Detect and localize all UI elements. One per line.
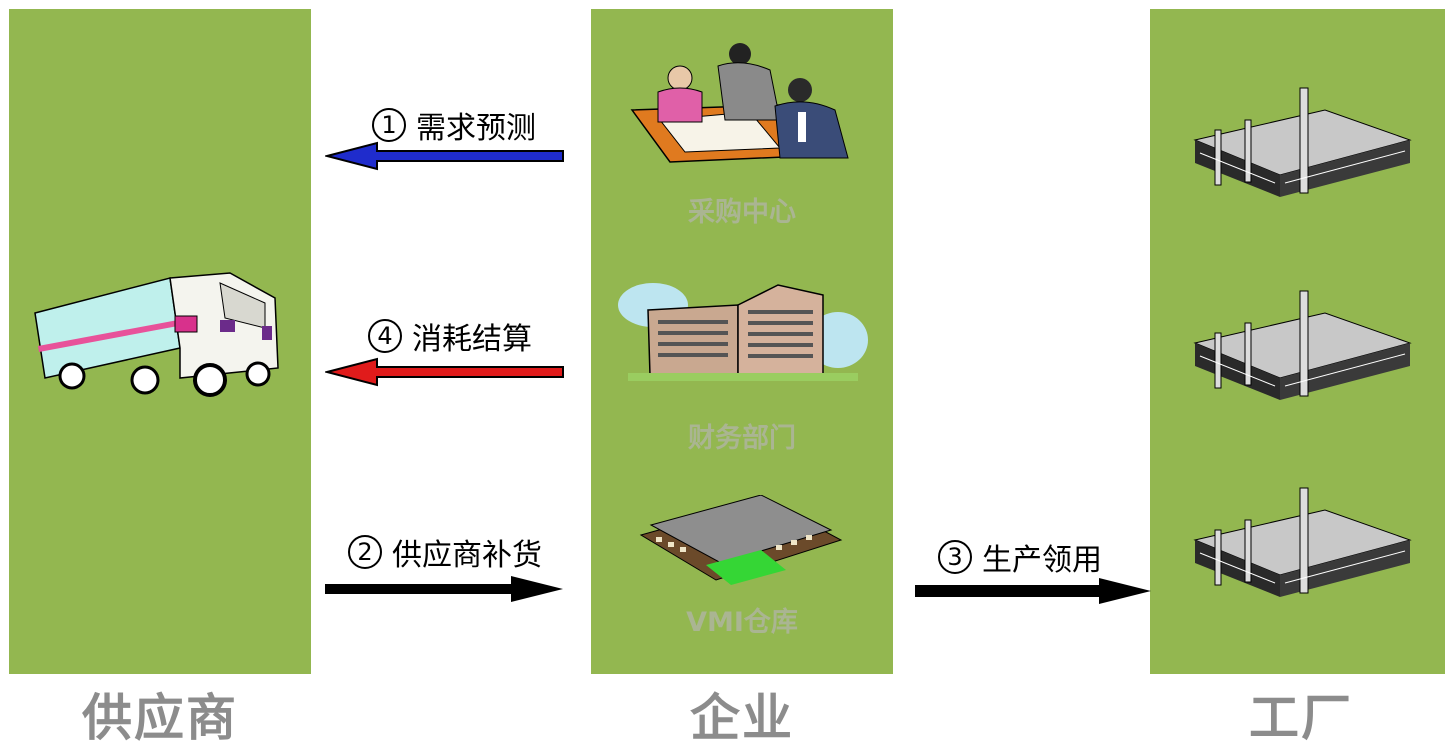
warehouse-label: VMI仓库 bbox=[686, 607, 798, 638]
supplier-title: 供应商 bbox=[82, 689, 238, 747]
meeting-people-icon bbox=[630, 43, 849, 163]
flow-text: 生产领用 bbox=[982, 543, 1102, 578]
purchasing-label: 采购中心 bbox=[688, 197, 796, 228]
step-number: 3 bbox=[938, 540, 972, 574]
factory-building-icon bbox=[1193, 290, 1412, 400]
flow-settlement-label: 4 消耗结算 bbox=[368, 314, 532, 358]
flow-text: 消耗结算 bbox=[412, 322, 532, 357]
office-building-icon bbox=[618, 283, 868, 381]
step-number: 2 bbox=[348, 535, 382, 569]
left-arrow-icon bbox=[325, 141, 564, 171]
step-number: 1 bbox=[372, 108, 406, 142]
enterprise-title: 企业 bbox=[690, 689, 794, 747]
finance-label: 财务部门 bbox=[688, 423, 796, 454]
truck-icon bbox=[34, 272, 279, 397]
flow-requisition-label: 3 生产领用 bbox=[938, 535, 1102, 579]
factory-title: 工厂 bbox=[1249, 689, 1353, 747]
right-arrow-icon bbox=[915, 578, 1151, 604]
right-arrow-icon bbox=[325, 576, 563, 602]
left-arrow-icon bbox=[325, 357, 564, 387]
flow-replenishment-label: 2 供应商补货 bbox=[348, 530, 542, 574]
warehouse-icon bbox=[639, 495, 843, 585]
step-number: 4 bbox=[368, 319, 402, 353]
flow-text: 需求预测 bbox=[416, 111, 536, 146]
flow-text: 供应商补货 bbox=[392, 538, 542, 573]
flow-demand-forecast-label: 1 需求预测 bbox=[372, 103, 536, 147]
factory-building-icon bbox=[1193, 87, 1412, 197]
factory-building-icon bbox=[1193, 487, 1412, 597]
